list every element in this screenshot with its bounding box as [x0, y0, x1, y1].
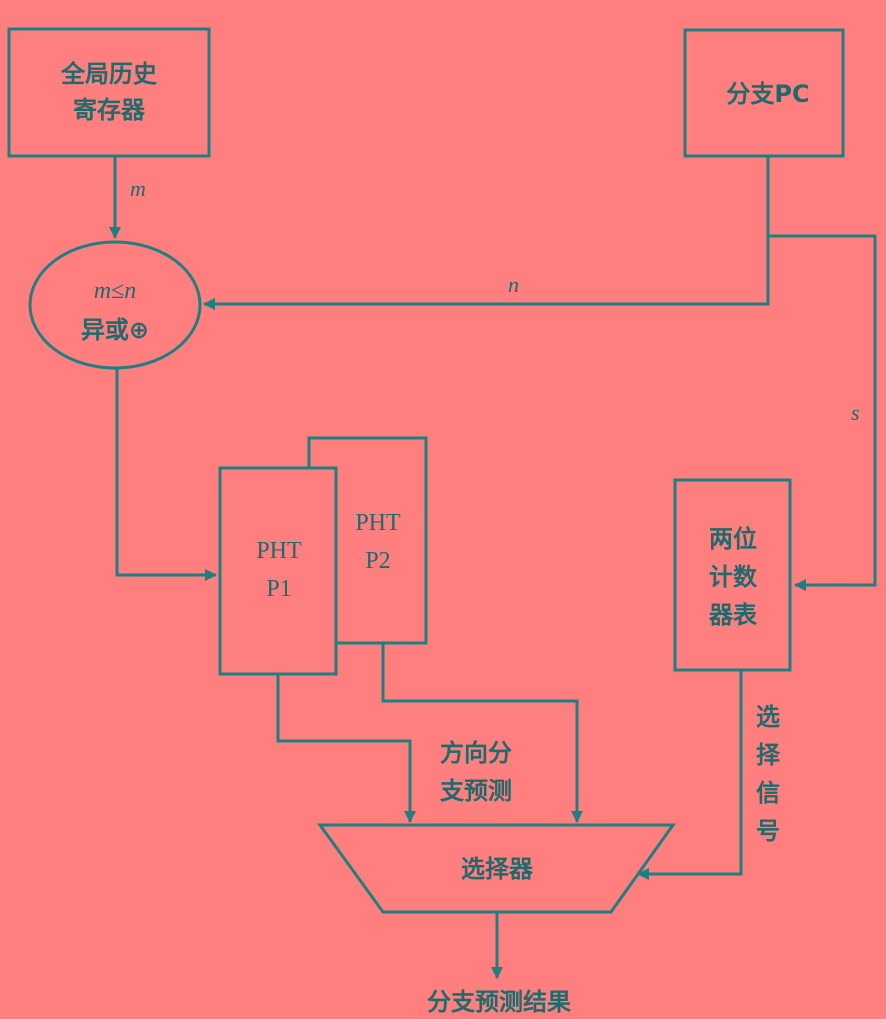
- select-signal-char-3: 信: [756, 779, 780, 807]
- counter-table-label-line2: 计数: [709, 563, 758, 591]
- xor-condition-label: m≤n: [94, 278, 137, 304]
- pht-p1-label-line1: PHT: [256, 538, 302, 564]
- select-signal-char-2: 择: [756, 741, 781, 769]
- direction-prediction-label-line1: 方向分: [440, 739, 512, 767]
- pht-p1-label-line2: P1: [266, 576, 291, 602]
- edge-label-n: n: [508, 272, 519, 297]
- prediction-result-label: 分支预测结果: [427, 988, 571, 1016]
- selector-trapezoid: [317, 823, 676, 914]
- branch-pc-box: [683, 28, 845, 158]
- pc-to-xor-arrow: [203, 156, 770, 310]
- xor-to-pht-arrow: [115, 368, 217, 581]
- global-history-register-box: [7, 27, 211, 158]
- direction-prediction-label-line2: 支预测: [440, 777, 512, 805]
- counter-table-box: [673, 478, 792, 672]
- counter-table-label-line3: 器表: [708, 601, 758, 629]
- selector-label: 选择器: [461, 855, 534, 883]
- global-history-register-label-line1: 全局历史: [60, 60, 158, 88]
- select-signal-char-4: 号: [756, 817, 780, 845]
- select-signal-char-1: 选: [756, 703, 780, 731]
- pc-to-counter-arrow: [768, 234, 877, 591]
- edge-label-m: m: [130, 176, 146, 201]
- edge-label-s: s: [851, 400, 860, 425]
- counter-table-label-line1: 两位: [709, 525, 757, 553]
- pht-p2-label-line1: PHT: [355, 510, 401, 536]
- xor-operation-label: 异或⊕: [81, 316, 149, 344]
- counter-to-selector-arrow: [637, 670, 743, 880]
- global-history-register-label-line2: 寄存器: [73, 96, 146, 124]
- xor-ellipse: [28, 240, 202, 370]
- pht-p1-box: [218, 466, 338, 676]
- branch-pc-label: 分支PC: [726, 80, 809, 108]
- pht-p2-to-selector-arrow: [381, 643, 583, 823]
- pht-p2-label-line2: P2: [365, 548, 390, 574]
- pht-p1-to-selector-arrow: [276, 674, 416, 823]
